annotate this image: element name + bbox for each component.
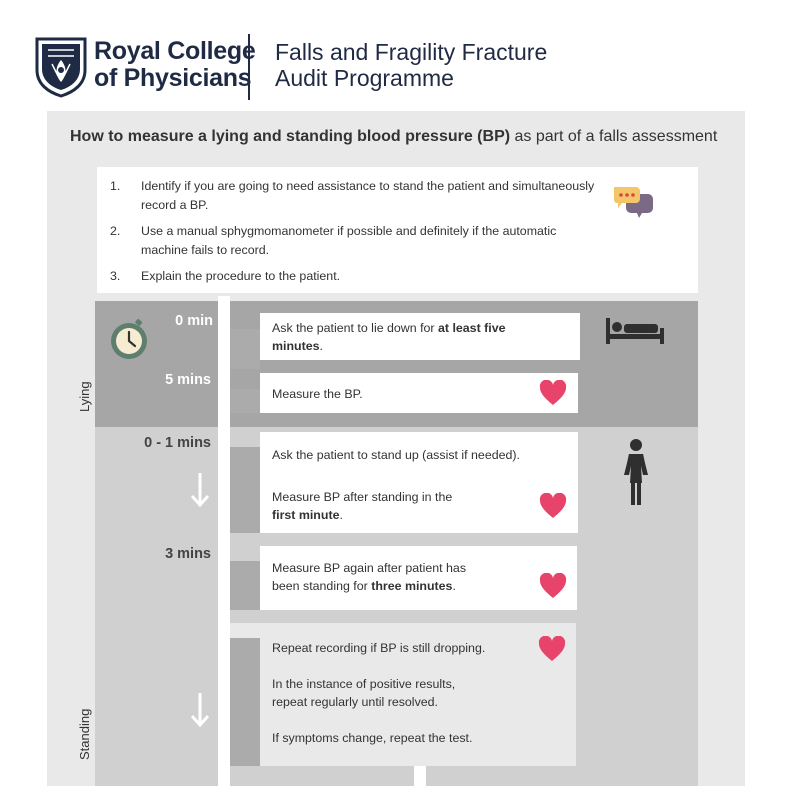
page-title: How to measure a lying and standing bloo… <box>70 128 717 146</box>
time-3-mins: 3 mins <box>165 546 211 562</box>
card-text: Measure the BP. <box>272 387 363 401</box>
card-shadow <box>230 638 260 766</box>
down-arrow-icon <box>190 693 210 728</box>
card-text-line: Measure BP after standing in the <box>272 490 453 504</box>
card-text: Ask the patient to stand up (assist if n… <box>272 448 520 462</box>
card-text: Repeat recording if BP is still dropping… <box>272 641 486 655</box>
card-text: Measure BP after standing in the first m… <box>272 488 452 524</box>
card-shadow <box>230 561 260 610</box>
step-number: 3. <box>110 269 121 283</box>
card-text-post: . <box>452 579 456 593</box>
programme-line-1: Falls and Fragility Fracture <box>275 39 548 65</box>
instruction-card-stand-up: Ask the patient to stand up (assist if n… <box>260 432 578 533</box>
programme-line-2: Audit Programme <box>275 65 454 91</box>
card-text: Ask the patient to lie down for at least… <box>272 319 506 355</box>
speech-bubbles-icon <box>614 187 653 218</box>
card-text-post: . <box>319 339 323 353</box>
heart-icon <box>538 636 566 661</box>
card-shadow <box>230 447 260 533</box>
logo-line-1: Royal College <box>94 37 256 65</box>
rcp-wordmark: Royal College of Physicians <box>94 37 256 92</box>
card-text: In the instance of positive results, rep… <box>272 675 455 711</box>
card-text-line: In the instance of positive results, <box>272 677 456 691</box>
card-text-bold: at least five <box>438 321 506 335</box>
down-arrow-icon <box>190 473 210 508</box>
card-cap <box>230 623 260 638</box>
logo-line-2: of Physicians <box>94 64 252 92</box>
card-text-pre: been standing for <box>272 579 372 593</box>
time-5-mins: 5 mins <box>165 372 211 388</box>
card-text: If symptoms change, repeat the test. <box>272 731 473 745</box>
instruction-card-measure-lying: Measure the BP. <box>260 373 578 413</box>
step-text: Explain the procedure to the patient. <box>141 269 341 283</box>
card-text-line: Measure BP again after patient has <box>272 561 467 575</box>
instruction-card-lie-down: Ask the patient to lie down for at least… <box>260 313 580 360</box>
rcp-crest-logo <box>35 37 87 98</box>
card-text-post: . <box>339 508 343 522</box>
step-number: 1. <box>110 179 121 193</box>
intro-steps-box: 1. Identify if you are going to need ass… <box>97 167 698 293</box>
title-bold: How to measure a lying and standing bloo… <box>70 128 511 145</box>
time-0-1-mins: 0 - 1 mins <box>144 435 211 451</box>
instruction-card-repeat: Repeat recording if BP is still dropping… <box>260 623 576 766</box>
list-item: 2. Use a manual sphygmomanometer if poss… <box>110 222 630 260</box>
lying-label: Lying <box>77 381 92 412</box>
heart-icon <box>539 493 567 518</box>
step-number: 2. <box>110 224 121 238</box>
list-item: 3. Explain the procedure to the patient. <box>110 267 630 286</box>
bed-icon <box>606 318 664 344</box>
time-0-min: 0 min <box>175 313 213 329</box>
heart-icon <box>539 380 567 405</box>
timeline-gap <box>414 766 426 786</box>
list-item: 1. Identify if you are going to need ass… <box>110 177 630 215</box>
clock-icon <box>111 318 147 359</box>
heart-icon <box>539 573 567 598</box>
card-text-bold: three minutes <box>371 579 453 593</box>
card-text-bold: first minute <box>272 508 340 522</box>
card-text-pre: Ask the patient to lie down for <box>272 321 438 335</box>
card-text: Measure BP again after patient has been … <box>272 559 466 595</box>
card-shadow <box>230 329 260 369</box>
instruction-card-three-minutes: Measure BP again after patient has been … <box>260 546 577 610</box>
card-shadow <box>230 389 260 413</box>
step-text: Use a manual sphygmomanometer if possibl… <box>141 224 557 257</box>
header-divider <box>248 34 250 100</box>
timeline-line <box>218 296 230 786</box>
standing-label: Standing <box>77 708 92 760</box>
card-text-line: repeat regularly until resolved. <box>272 695 438 709</box>
person-icon <box>624 439 648 505</box>
title-rest: as part of a falls assessment <box>510 128 718 145</box>
programme-title: Falls and Fragility Fracture Audit Progr… <box>275 39 547 91</box>
step-text: Identify if you are going to need assist… <box>141 179 595 212</box>
card-text-bold: minutes <box>272 339 320 353</box>
